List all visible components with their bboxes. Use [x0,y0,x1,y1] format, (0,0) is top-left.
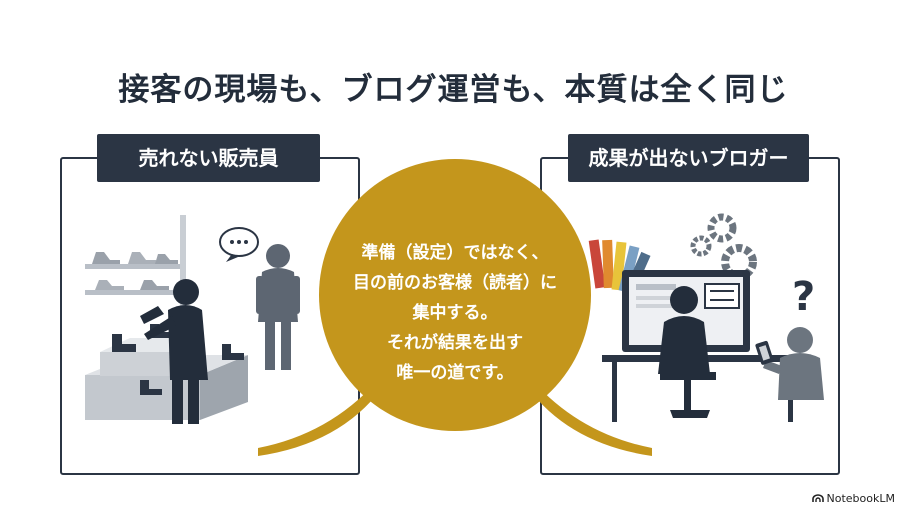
blogger-person-icon [658,286,716,418]
customer-person-icon [256,244,300,370]
speech-bubble-icon [219,227,259,262]
right-panel-label: 成果が出ないブロガー [568,134,809,182]
left-panel [60,157,360,475]
left-panel-label: 売れない販売員 [97,134,320,182]
display-steps [85,324,248,420]
message-line-4: それが結果を出す [387,333,523,353]
brand-text: NotebookLM [826,492,895,505]
page-title: 接客の現場も、ブログ運営も、本質は全く同じ [118,72,789,108]
message-line-5: 唯一の道です。 [396,363,514,383]
reader-person-icon [763,327,824,400]
salesperson-person-icon [140,279,208,424]
smartphone-icon [755,340,774,365]
gear-icon [690,213,757,280]
message-circle [319,159,591,431]
notebooklm-icon [811,494,824,502]
speech-bubble-text: … [226,228,252,244]
message-line-3: 集中する。 [412,303,498,323]
message-line-1: 準備（設定）ではなく、 [361,243,549,263]
brand-logo: NotebookLM [811,492,895,505]
message-line-2: 目の前のお客様（読者）に [353,273,557,293]
question-mark: ? [792,274,816,320]
